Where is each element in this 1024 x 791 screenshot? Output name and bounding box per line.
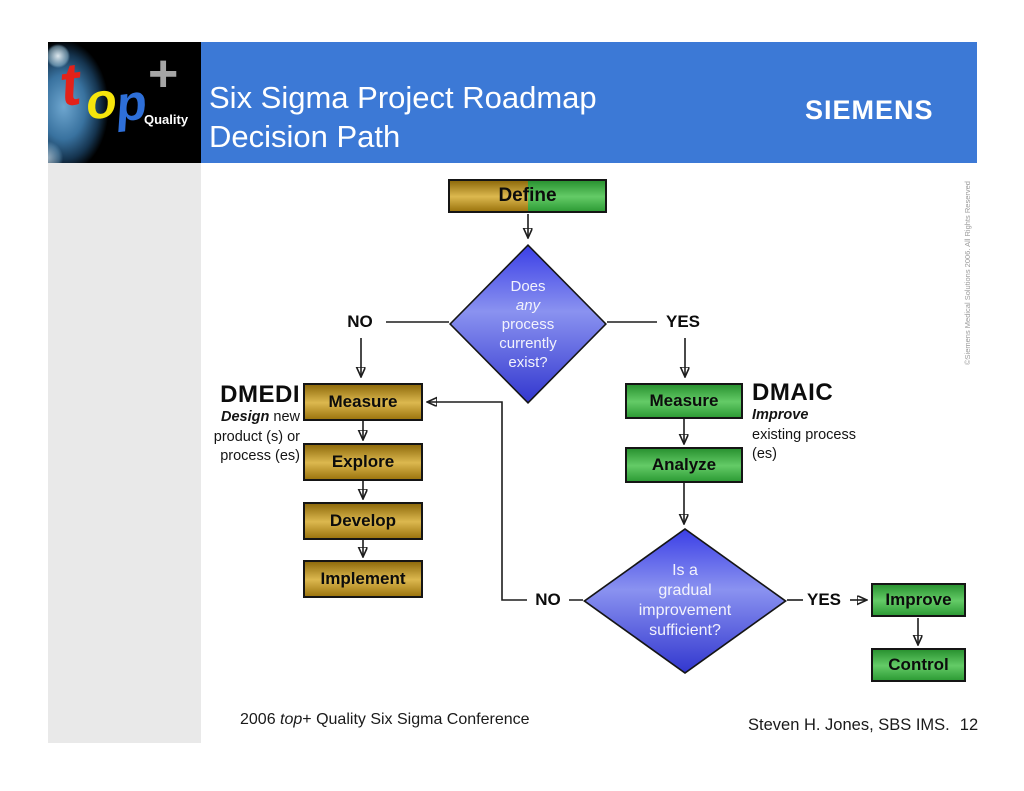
step-box-measure-dmaic: Measure [625,383,743,419]
diamond2-line1: Is a [672,562,698,579]
dmedi-description: DMEDI Design new product (s) or process … [176,381,300,467]
yes-label-diamond1: YES [665,312,701,331]
decision-diamond-process-exists: Does any process currently exist? [449,244,607,404]
define-label: Define [498,185,557,206]
footer-author-name: Steven H. Jones, SBS IMS. [748,716,950,734]
step-box-implement: Implement [303,560,423,598]
dmedi-title: DMEDI [220,381,300,408]
step-box-analyze: Analyze [625,447,743,483]
dmedi-desc-line3: process (es) [220,448,300,464]
diamond1-line4: currently [499,334,557,352]
dmaic-desc-line2: existing process [752,426,856,443]
left-gray-sidebar [48,163,201,743]
slide-title: Six Sigma Project Roadmap Decision Path [209,78,597,156]
footer-author-text: Steven H. Jones, SBS IMS. 12 [748,716,978,735]
footer-left-prefix: 2006 [240,711,281,728]
dmaic-desc-line1: Improve [752,407,809,423]
slide-title-line1: Six Sigma Project Roadmap [209,80,597,115]
footer-left-rest: + Quality Six Sigma Conference [302,711,530,728]
dmedi-desc-line1: Design new [176,408,300,428]
slide-title-line2: Decision Path [209,119,401,154]
diamond1-line2: any [515,296,541,314]
define-box: Define [448,179,607,213]
dmaic-title: DMAIC [752,379,834,406]
diamond1-line3: process [501,315,555,333]
diamond2-line2: gradual [658,582,712,599]
page-number: 12 [959,716,979,734]
logo-plus-icon: + [148,45,179,103]
siemens-logo: SIEMENS [805,95,934,125]
globe-image [48,42,138,163]
logo-tagline: Quality [144,112,189,127]
dmaic-desc-line3: (es) [752,446,777,462]
decision-diamond-gradual-improvement: Is a gradual improvement sufficient? [583,528,787,674]
footer-conference-text: 2006 top+ Quality Six Sigma Conference [240,711,530,729]
connector-no-loop-to-measure-left [428,402,583,601]
dmedi-desc-rest: new [269,409,300,425]
define-green-half [527,181,605,211]
step-box-explore: Explore [303,443,423,481]
step-box-control: Control [871,648,966,682]
diamond2-line3: improvement [638,602,732,619]
no-label-diamond1: NO [347,312,373,331]
dmedi-desc-bold: Design [221,409,270,425]
top-plus-quality-logo: t o p + Quality [48,42,201,163]
dmedi-desc-line2: product (s) or [213,428,300,445]
diamond2-question: Is a gradual improvement sufficient? [583,528,787,674]
diamond1-line1: Does [510,277,546,295]
step-box-measure-dmedi: Measure [303,383,423,421]
yes-label-diamond2: YES [806,590,842,609]
header-bar [201,42,977,163]
diamond2-line4: sufficient? [649,622,721,639]
dmaic-description: DMAIC Improve existing process (es) [752,379,886,465]
copyright-vertical-text: ©Siemens Medical Solutions 2006. All Rig… [963,181,972,365]
diamond1-line5: exist? [508,353,548,371]
diamond1-question: Does any process currently exist? [449,244,607,404]
define-gold-half [450,181,528,211]
no-label-diamond2: NO [527,591,569,609]
footer-left-italic-top: top [280,711,303,728]
step-box-develop: Develop [303,502,423,540]
step-box-improve: Improve [871,583,966,617]
